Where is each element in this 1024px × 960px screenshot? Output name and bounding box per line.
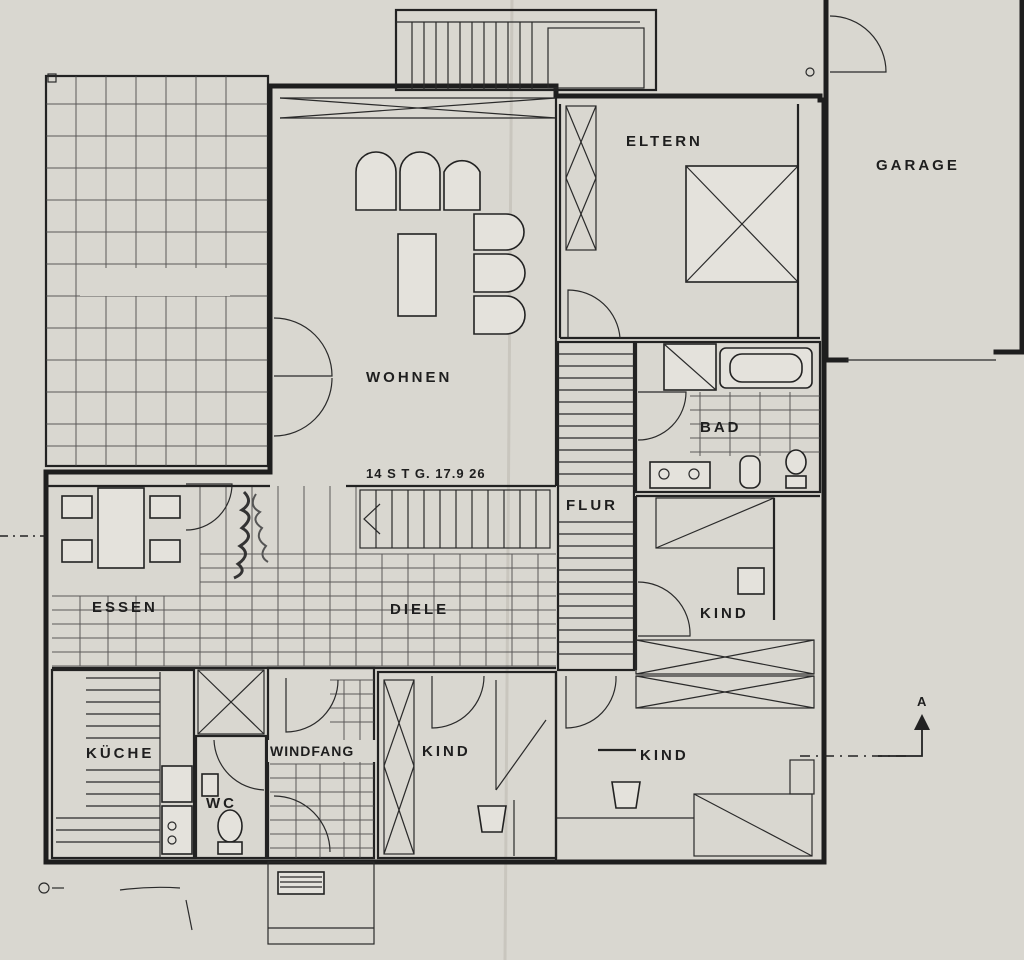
margin-marks	[38, 882, 193, 931]
room-label-kind-right-upper: KIND	[700, 605, 749, 622]
room-label-bad: BAD	[700, 419, 742, 436]
room-label-wc: WC	[206, 795, 237, 812]
room-label-kind-center: KIND	[422, 743, 471, 760]
eltern-room: ELTERN	[558, 104, 820, 340]
stair-note: 14 S T G. 17.9 26	[366, 466, 486, 481]
plant-icon	[233, 490, 269, 580]
wohnen-room: WOHNEN	[273, 97, 558, 486]
garage: GARAGE	[805, 0, 1024, 363]
room-label-diele: DIELE	[390, 601, 449, 618]
room-label-essen: ESSEN	[92, 599, 158, 616]
section-marker: A	[0, 535, 930, 757]
freisitz-terrace	[44, 73, 270, 468]
bad-room: BAD	[634, 340, 822, 494]
entrance-step	[267, 861, 375, 945]
essen-diele-floor: 14 S T G. 17.9 26 ESSEN DIELE	[46, 466, 556, 667]
kueche-room: KÜCHE	[50, 668, 196, 860]
room-label-kind-right-lower: KIND	[640, 747, 689, 764]
room-label-garage: GARAGE	[876, 157, 960, 174]
room-label-flur: FLUR	[566, 497, 618, 514]
kind-room-right-lower: KIND	[554, 672, 815, 862]
room-label-eltern: ELTERN	[626, 133, 703, 150]
room-label-wohnen: WOHNEN	[366, 369, 452, 386]
room-label-kueche: KÜCHE	[86, 745, 154, 762]
section-marker-label: A	[917, 694, 927, 709]
wc-room: WC	[194, 669, 268, 860]
flur-stair: FLUR	[556, 340, 636, 672]
top-stair	[394, 8, 658, 92]
room-label-windfang: WINDFANG	[270, 743, 354, 759]
kind-room-center: KIND	[376, 670, 558, 860]
windfang-room: WINDFANG	[266, 666, 378, 860]
paper-fold	[503, 0, 514, 960]
kind-room-right-upper: KIND	[634, 494, 820, 675]
